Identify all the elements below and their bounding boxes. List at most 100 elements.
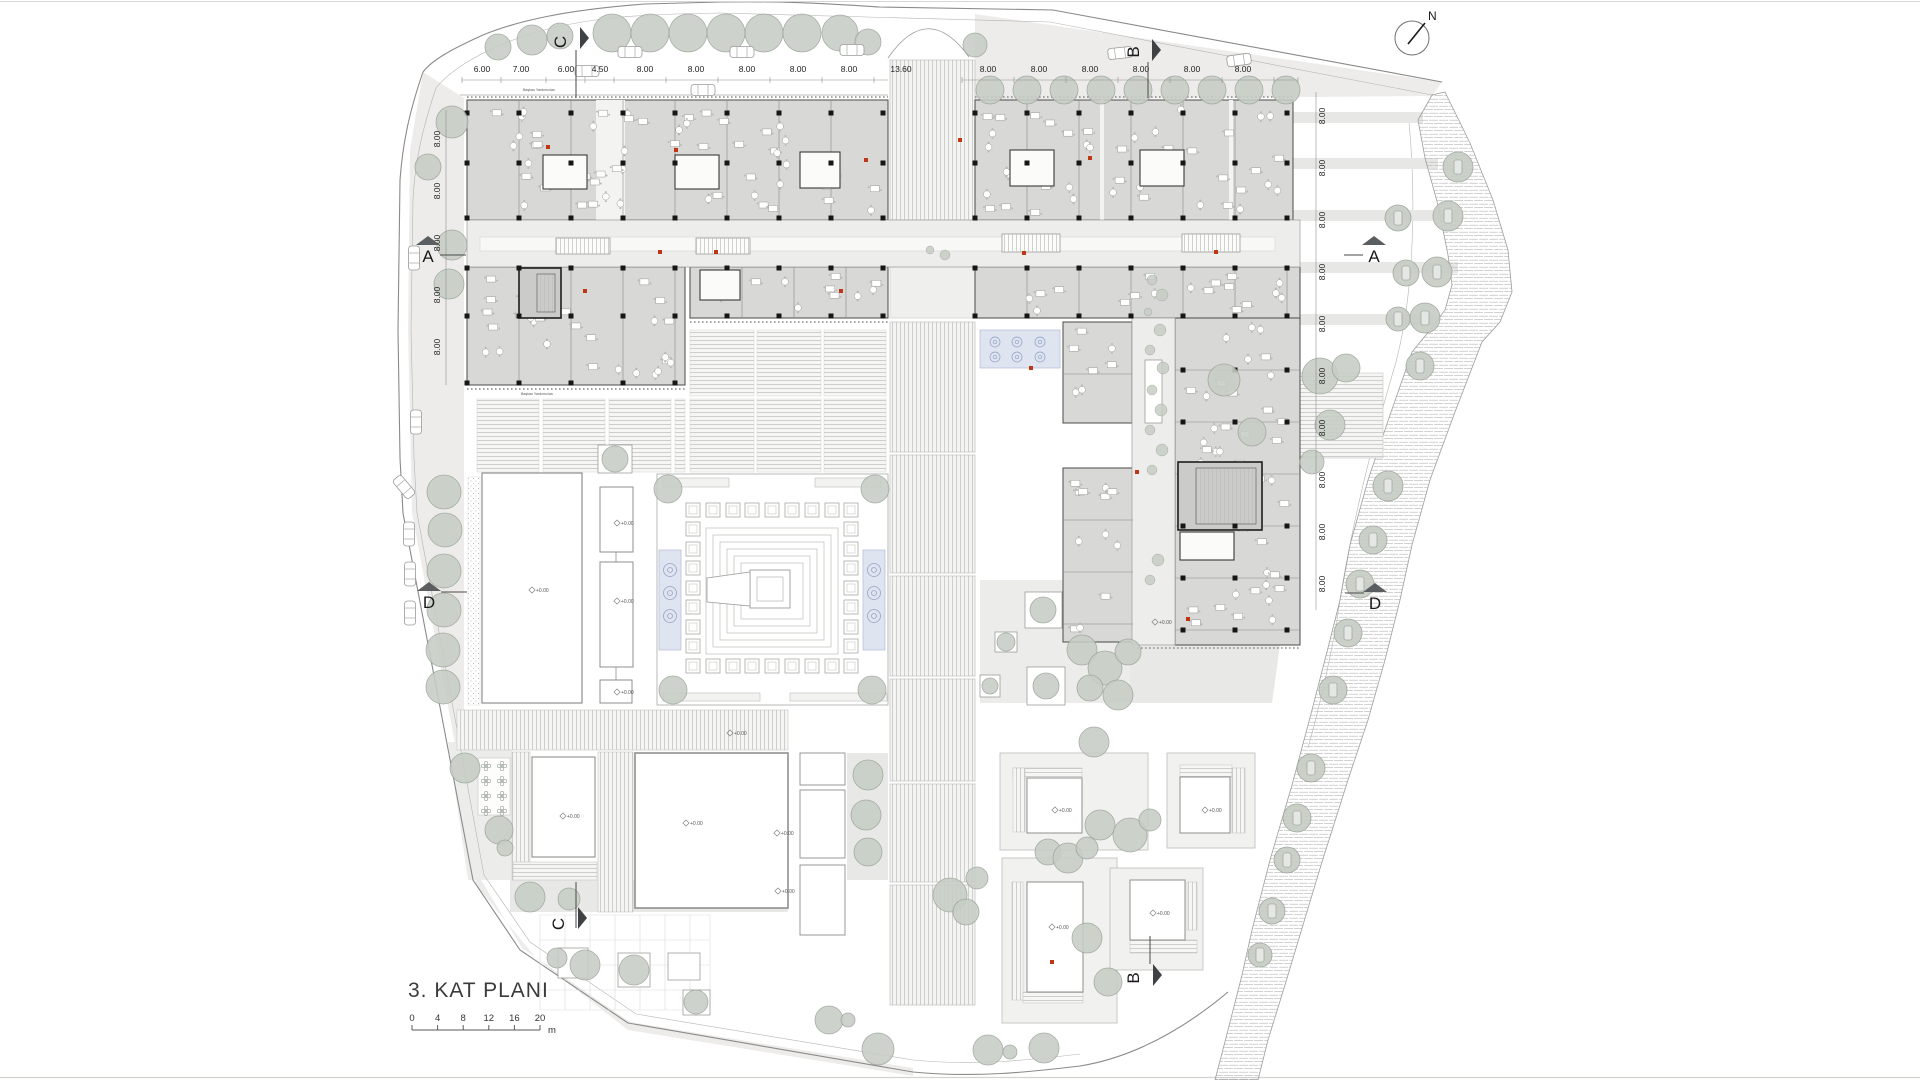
furniture-chair — [1068, 181, 1071, 184]
column — [1284, 523, 1290, 529]
furniture-round-table — [1264, 180, 1272, 189]
furniture-table — [1106, 361, 1117, 368]
furniture-chair — [1074, 395, 1077, 398]
furniture-chair — [1189, 282, 1192, 285]
car-icon — [404, 600, 416, 626]
furniture-round-table — [1222, 334, 1230, 342]
furniture-chair — [1116, 365, 1119, 368]
tree-icon — [658, 675, 688, 705]
furniture-chair — [515, 295, 518, 298]
column — [1076, 110, 1082, 116]
furniture-chair — [1234, 287, 1237, 290]
column — [972, 160, 978, 166]
fountain-icon-inner — [871, 567, 877, 573]
white-building — [799, 789, 846, 859]
furniture-round-table — [620, 147, 629, 155]
furniture-chair — [991, 128, 994, 131]
column — [1284, 419, 1290, 425]
flower-icon-center — [485, 765, 487, 767]
furniture-chair — [608, 113, 611, 116]
scale-bar-label: 16 — [509, 1013, 520, 1024]
furniture-table — [1251, 167, 1261, 174]
wing-gap — [1229, 100, 1233, 220]
tree-icon — [435, 105, 469, 139]
white-building — [799, 752, 846, 786]
furniture-chair — [1040, 212, 1043, 215]
furniture-table — [1256, 538, 1267, 545]
section-marker-arrow — [1152, 39, 1161, 61]
column — [1232, 523, 1238, 529]
furniture-chair — [1011, 207, 1014, 210]
furniture-round-table — [773, 149, 781, 157]
corridor-center-band — [479, 236, 1276, 252]
furniture-chair — [513, 312, 516, 315]
flower-icon — [483, 796, 488, 801]
column — [1284, 367, 1290, 373]
column — [672, 265, 678, 271]
furniture-chair — [484, 346, 487, 349]
furniture-chair — [1276, 185, 1279, 188]
column — [724, 313, 730, 319]
dimension-label: 8.00 — [1133, 64, 1150, 74]
furniture-chair — [1259, 120, 1262, 123]
furniture-chair — [1230, 427, 1233, 430]
tree-icon — [1237, 417, 1267, 447]
ring-planter — [843, 658, 859, 674]
ring-planter — [685, 658, 701, 674]
plaza-panel-stripes — [757, 330, 821, 396]
furniture-round-table — [1244, 355, 1252, 363]
level-mark-diamond — [528, 586, 536, 594]
furniture-table — [1187, 147, 1198, 155]
furniture-round-table — [1232, 590, 1240, 599]
section-marker-letter: C — [551, 36, 570, 48]
furniture-table — [655, 297, 666, 304]
furniture-chair — [1005, 166, 1008, 169]
furniture-chair — [604, 191, 607, 194]
furniture-round-table — [1267, 371, 1275, 380]
furniture-chair — [1202, 436, 1205, 439]
column — [724, 215, 730, 221]
tree-icon — [850, 799, 882, 831]
level-mark-diamond — [774, 887, 782, 895]
parterre — [477, 757, 511, 816]
furniture-table — [1222, 202, 1233, 209]
furniture-chair — [647, 121, 650, 124]
furniture-chair — [530, 141, 533, 144]
furniture-chair — [1088, 492, 1091, 495]
furniture-table — [701, 109, 712, 117]
furniture-chair — [710, 192, 713, 195]
furniture-round-table — [776, 180, 784, 188]
ring-planter — [843, 619, 859, 635]
column — [1284, 313, 1290, 319]
tree-icon — [1086, 75, 1116, 105]
furniture-chair — [1080, 393, 1083, 396]
column — [880, 265, 886, 271]
ring-planter — [705, 502, 721, 518]
column — [516, 160, 522, 166]
furniture-chair — [1269, 437, 1272, 440]
fire-equipment-dot — [714, 250, 718, 254]
furniture-round-table — [1101, 530, 1110, 539]
tree-bench — [1383, 478, 1393, 494]
furniture-chair — [870, 213, 873, 216]
dimension-label: 8.00 — [432, 182, 442, 199]
furniture-chair — [1218, 455, 1221, 458]
column — [724, 265, 730, 271]
column — [1232, 627, 1238, 633]
ring-planter-inner — [807, 661, 817, 671]
level-mark-diamond — [1151, 618, 1159, 626]
furniture-chair — [839, 295, 842, 298]
furniture-round-table — [1278, 294, 1286, 302]
furniture-chair — [1036, 305, 1039, 308]
furniture-chair — [828, 273, 831, 276]
furniture-chair — [1066, 345, 1069, 348]
furniture-chair — [685, 126, 688, 129]
furniture-chair — [821, 197, 824, 200]
ring-planter — [824, 658, 840, 674]
furniture-chair — [1270, 474, 1273, 477]
car-body — [403, 521, 415, 547]
tree-bench — [1420, 310, 1430, 326]
level-mark-label: +0.00 — [536, 588, 549, 594]
ring-planter — [843, 599, 859, 615]
furniture-chair — [707, 193, 710, 196]
